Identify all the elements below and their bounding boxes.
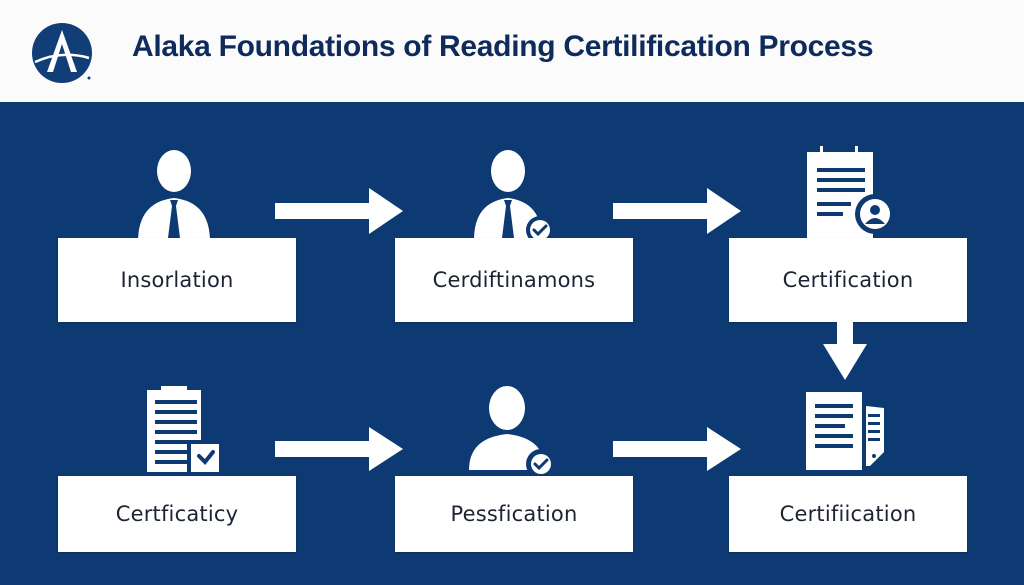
header: Alaka Foundations of Reading Certilifica…: [0, 0, 1024, 102]
step-box-pessfication: Pessfication: [395, 476, 633, 552]
person-with-tie-check-icon: [474, 150, 554, 244]
step-label: Certficaticy: [115, 502, 239, 526]
person-check-icon: [469, 386, 556, 479]
page-title: Alaka Foundations of Reading Certilifica…: [132, 30, 874, 63]
arrow-right-icon: [275, 188, 403, 234]
step-label: Insorlation: [120, 268, 234, 292]
step-box-certficaticy: Certficaticy: [58, 476, 296, 552]
arrow-right-icon: [613, 427, 741, 471]
step-box-certification-top: Certification: [729, 238, 967, 322]
arrow-right-icon: [275, 427, 403, 471]
clipboard-check-icon: [147, 386, 223, 476]
documents-icon: [806, 392, 884, 470]
step-label: Pessfication: [450, 502, 578, 526]
notepad-user-pin-icon: [807, 146, 895, 244]
step-box-cerdiftinamons: Cerdiftinamons: [395, 238, 633, 322]
step-box-certifiication-bottom: Certifiication: [729, 476, 967, 552]
step-label: Certifiication: [779, 502, 917, 526]
a-peak-circle-logo-icon: [32, 23, 92, 83]
person-with-tie-icon: [138, 150, 210, 242]
process-diagram: Insorlation Cerdiftinamons Certification: [0, 102, 1024, 585]
step-label: Certification: [782, 268, 914, 292]
step-box-insorlation: Insorlation: [58, 238, 296, 322]
arrow-down-icon: [823, 322, 867, 380]
arrow-right-icon: [613, 188, 741, 234]
step-label: Cerdiftinamons: [432, 268, 596, 292]
